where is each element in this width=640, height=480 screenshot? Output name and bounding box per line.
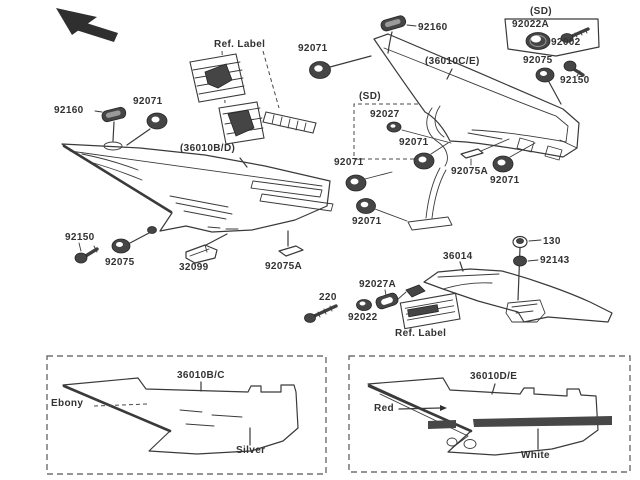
bolt-92150-right [563,60,585,77]
cap-92160-left [101,106,127,123]
callout-92071-bottommid: 92071 [352,216,382,227]
grommet-92071-left [126,112,168,146]
left-side-cover [61,141,334,234]
sd-dashed-box [353,103,452,160]
finish-label-red: Red [374,403,394,414]
grommet-92071-top [309,55,372,79]
collar-92027a [375,289,407,310]
callout-36010ce: (36010C/E) [425,56,480,67]
sd-hardware-box [504,18,600,57]
washer-92022 [356,299,372,311]
variant-box-36010de [348,355,631,473]
right-side-cover [373,33,580,231]
finish-label-silver: Silver [236,445,266,456]
callout-130: 130 [543,236,561,247]
callout-220: 220 [319,292,337,303]
callout-92071-midleft: 92071 [334,157,364,168]
finish-label-white: White [521,450,550,461]
callout-sd-top: (SD) [530,6,552,17]
damper-92075-right [535,67,562,105]
damper-92143 [513,255,539,267]
damper-92075-left [111,232,150,254]
callout-92027: 92027 [370,109,400,120]
pad-92075a-mid [460,138,510,166]
grommet-92071-midleft [345,171,393,192]
screw-220 [304,304,338,323]
grommet-92071-mid [413,142,449,170]
callout-ref-label-top: Ref. Label [214,39,266,50]
back-arrow-icon[interactable] [56,8,118,42]
grommet-92071-right [492,142,536,173]
grommet-92071-bottommid [356,198,408,222]
callout-92075a-bottom: 92075A [265,261,303,272]
callout-92071-left: 92071 [133,96,163,107]
bolt-92150-left [74,242,99,264]
callout-92027a: 92027A [359,279,397,290]
ref-label-plate-bottom [399,292,461,330]
finish-label-ebony: Ebony [51,398,84,409]
callout-92160-top: 92160 [418,22,448,33]
callout-92022: 92022 [348,312,378,323]
callout-92002: 92002 [551,37,581,48]
callout-92075-right: 92075 [523,55,553,66]
callout-92071-top: 92071 [298,43,328,54]
callout-92160-left: 92160 [54,105,84,116]
callout-ref-label-bottom: Ref. Label [395,328,447,339]
callout-sd-mid: (SD) [359,91,381,102]
ref-label-plates [189,50,317,145]
callout-36010bd: (36010B/D) [180,143,236,154]
callout-92022a: 92022A [512,19,550,30]
callout-32099: 32099 [179,262,209,273]
callout-92075a-mid: 92075A [451,166,489,177]
bolt-130 [512,235,542,249]
cap-92160-top [380,15,407,32]
callout-36014: 36014 [443,251,473,262]
callout-92071-mid: 92071 [399,137,429,148]
variant-part-label-36010de: 36010D/E [470,371,518,382]
callout-92143: 92143 [540,255,570,266]
variant-box-36010bc [46,355,327,475]
pad-92075a-bottom [278,230,304,257]
bracket-32099 [185,233,228,264]
variant-part-label-36010bc: 36010B/C [177,370,225,381]
callout-92150-right: 92150 [560,75,590,86]
callout-92150-left: 92150 [65,232,95,243]
callout-92075-left: 92075 [105,257,135,268]
callout-92071-right: 92071 [490,175,520,186]
